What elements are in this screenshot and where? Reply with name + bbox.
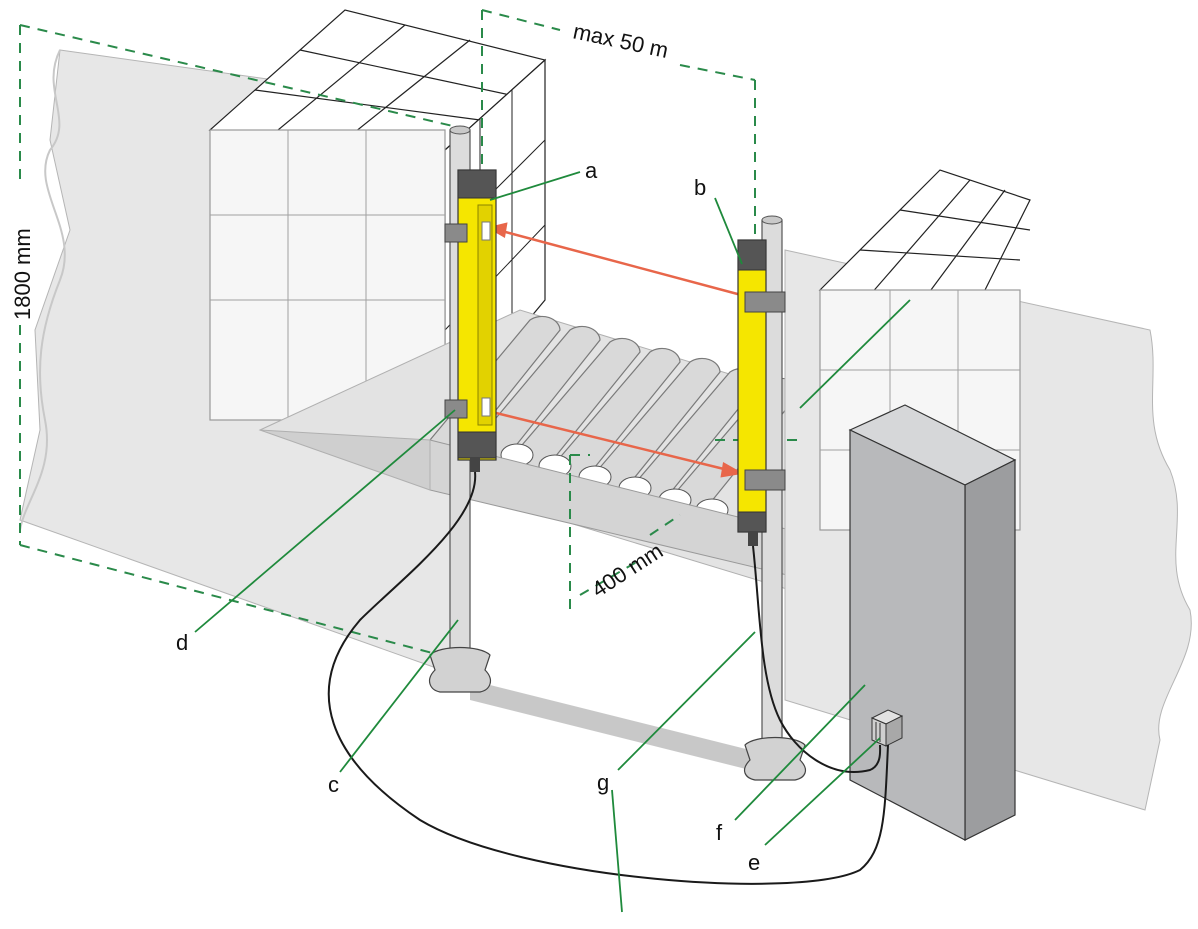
leader-c: [339, 619, 459, 773]
cable-receiver: [752, 545, 882, 773]
junction-box: [870, 709, 904, 747]
dimension-max-distance: max 50 m: [571, 18, 671, 63]
label-e: e: [748, 850, 760, 875]
label-d: d: [176, 630, 188, 655]
label-f: f: [716, 820, 723, 845]
transmitter-a: [444, 169, 497, 472]
left-pole-foot: [428, 646, 492, 693]
receiver-b: [737, 239, 786, 546]
right-pole-foot: [743, 736, 807, 781]
leader-e: [764, 737, 881, 846]
leader-a: [489, 171, 581, 201]
upper-bracket-right: [744, 291, 786, 313]
light-beams: [486, 222, 746, 478]
leader-wall: [799, 299, 911, 409]
dimension-lower-height: 400 mm: [587, 538, 667, 602]
lower-beam-arrow: [720, 462, 744, 478]
leader-g1: [617, 631, 756, 771]
label-c: c: [328, 772, 339, 797]
leader-g2: [611, 789, 623, 913]
label-g: g: [597, 770, 609, 795]
conveyor: [258, 309, 881, 591]
upper-bracket-left: [444, 223, 468, 243]
leader-b: [714, 197, 743, 265]
upper-beam: [497, 228, 746, 298]
control-cabinet: [848, 404, 1017, 841]
floor-shadow: [470, 680, 770, 775]
dimension-height: 1800 mm: [10, 228, 35, 320]
leader-lines: [194, 171, 911, 913]
leader-d: [194, 409, 456, 633]
label-a: a: [585, 158, 598, 183]
lower-bracket-right: [744, 469, 786, 491]
leader-f: [734, 684, 866, 821]
cable-transmitter: [327, 471, 889, 885]
lower-beam: [491, 410, 729, 472]
label-b: b: [694, 175, 706, 200]
cables: [327, 471, 889, 885]
wall-wavy-left-edge: [19, 49, 66, 531]
